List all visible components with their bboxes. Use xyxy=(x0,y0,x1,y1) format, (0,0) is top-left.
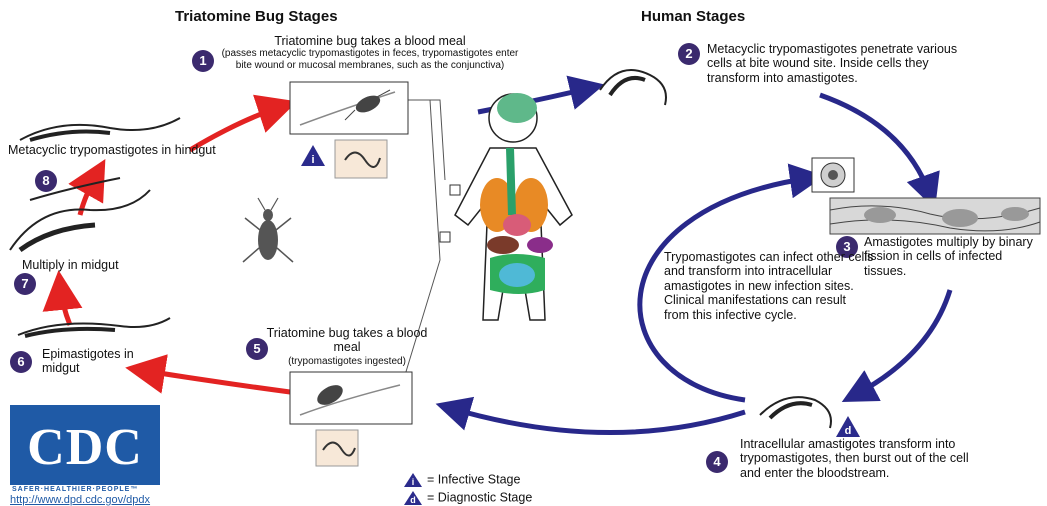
human-body-illustration xyxy=(440,93,572,320)
step-badge-1: 1 xyxy=(192,50,214,72)
step-badge-8: 8 xyxy=(35,170,57,192)
diagnostic-stage-marker-triangle: d xyxy=(836,416,860,437)
source-link[interactable]: http://www.dpd.cdc.gov/dpdx xyxy=(10,494,150,506)
infected-tissue-illustration xyxy=(830,198,1040,234)
step-1-title: Triatomine bug takes a blood meal xyxy=(220,34,520,48)
epimastigote-illustration-6 xyxy=(18,318,170,336)
bug-feeding-panel-5 xyxy=(290,372,412,466)
legend-diagnostic: d = Diagnostic Stage xyxy=(403,490,532,506)
step-5-title: Triatomine bug takes a blood meal xyxy=(262,326,432,355)
step-6-text: Epimastigotes in midgut xyxy=(42,347,152,376)
heading-human-stages: Human Stages xyxy=(641,8,745,25)
legend-infective-label: = Infective Stage xyxy=(427,472,520,486)
connector-line xyxy=(405,100,445,180)
triatomine-bug-illustration xyxy=(243,198,293,262)
step-4-text: Intracellular amastigotes transform into… xyxy=(740,437,980,480)
heading-bug-stages: Triatomine Bug Stages xyxy=(175,8,338,25)
step-8-text: Metacyclic trypomastigotes in hindgut xyxy=(8,143,218,157)
step-badge-2: 2 xyxy=(678,43,700,65)
step-3-text: Amastigotes multiply by binary fission i… xyxy=(864,235,1044,278)
arrow-4-to-5 xyxy=(450,408,745,433)
step-7-text: Multiply in midgut xyxy=(22,258,172,272)
step-badge-7: 7 xyxy=(14,273,36,295)
metacyclic-trypomastigote-illustration-2 xyxy=(600,70,666,105)
arrow-5-to-6 xyxy=(140,370,290,392)
reinfection-cycle-note: Trypomastigotes can infect other cells a… xyxy=(664,250,874,322)
svg-text:i: i xyxy=(412,477,415,487)
step-badge-4: 4 xyxy=(706,451,728,473)
arrow-6-to-7 xyxy=(60,285,70,325)
step-1-detail: (passes metacyclic trypomastigotes in fe… xyxy=(220,48,520,71)
svg-text:d: d xyxy=(410,495,416,505)
trypomastigote-illustration-8 xyxy=(20,118,180,140)
diagnostic-legend-icon: d xyxy=(403,490,423,506)
cdc-tagline: SAFER·HEALTHIER·PEOPLE™ xyxy=(12,486,138,493)
legend-diagnostic-label: = Diagnostic Stage xyxy=(427,490,532,504)
infective-marker-letter: i xyxy=(311,154,314,166)
diagnostic-marker-letter: d xyxy=(845,425,852,437)
infective-legend-icon: i xyxy=(403,472,423,488)
step-5-detail: (trypomastigotes ingested) xyxy=(262,356,432,368)
infective-stage-marker-triangle: i xyxy=(301,145,325,166)
infected-cell-illustration xyxy=(812,158,854,192)
legend-infective: i = Infective Stage xyxy=(403,472,520,488)
step-badge-6: 6 xyxy=(10,351,32,373)
step-2-text: Metacyclic trypomastigotes penetrate var… xyxy=(707,42,967,85)
bloodstream-trypomastigote-illustration-4 xyxy=(760,397,831,428)
cdc-logo: CDC xyxy=(12,418,158,477)
